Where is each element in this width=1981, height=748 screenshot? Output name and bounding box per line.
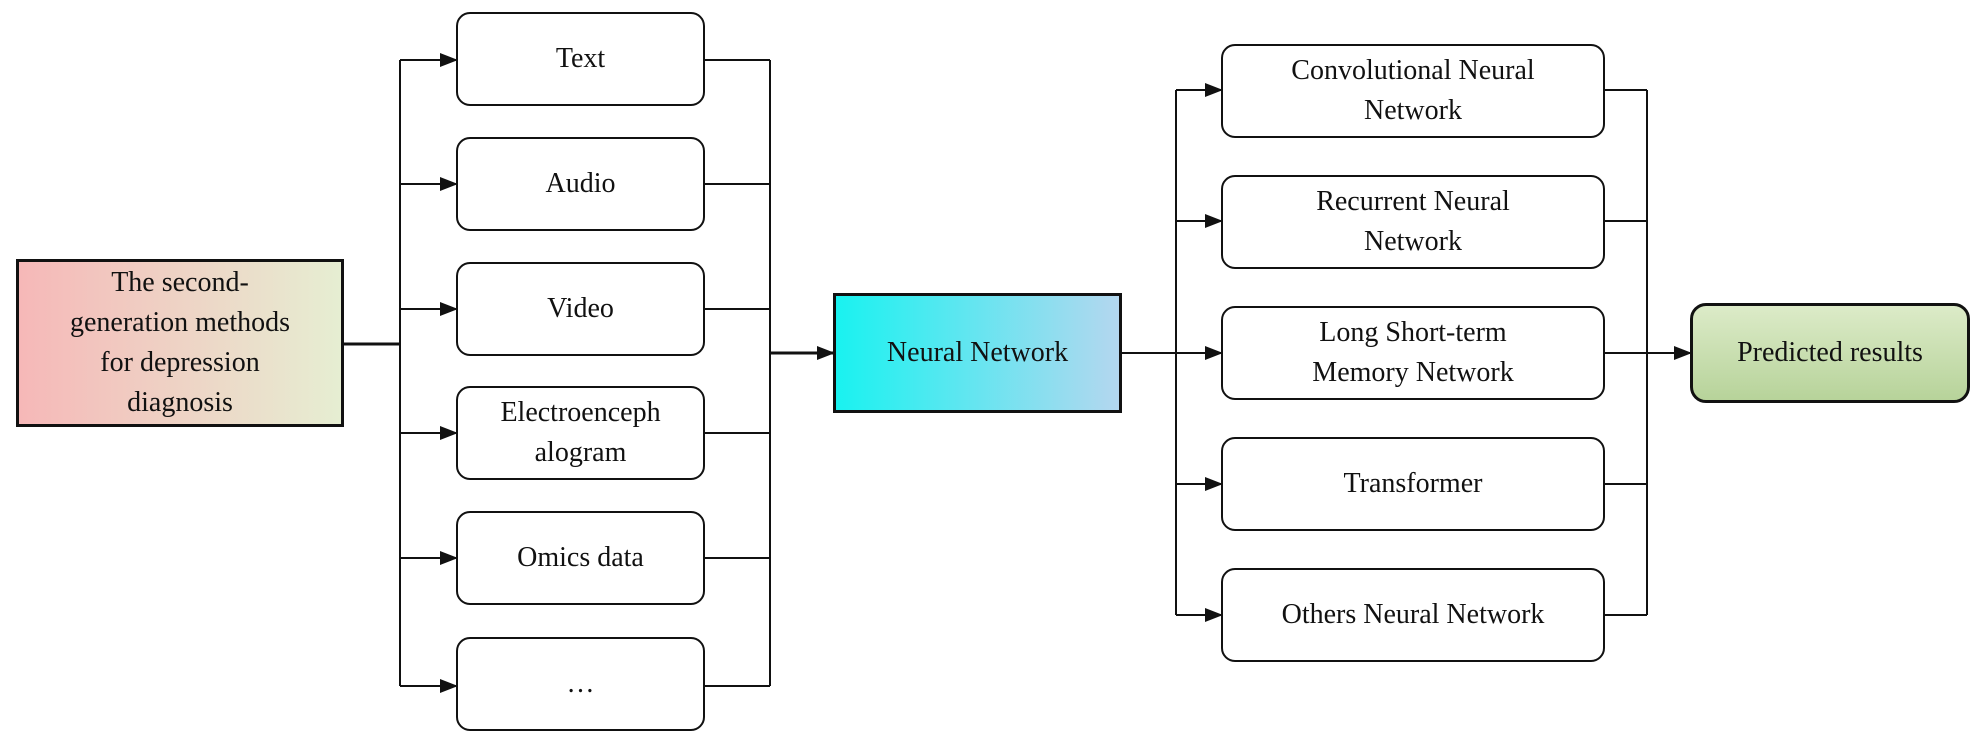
source-label: The second- generation methods for depre… <box>69 267 291 418</box>
source-box: The second- generation methods for depre… <box>16 259 344 427</box>
network-type-cnn: Convolutional Neural Network <box>1221 44 1605 138</box>
data-type-text: Text <box>456 12 705 106</box>
network-type-others: Others Neural Network <box>1221 568 1605 662</box>
network-type-rnn: Recurrent Neural Network <box>1221 175 1605 269</box>
data-type-label: Audio <box>545 168 616 199</box>
data-type-label: … <box>566 668 595 699</box>
predicted-results-box: Predicted results <box>1690 303 1970 403</box>
data-type-video: Video <box>456 262 705 356</box>
data-type-label: Electroenceph alogram <box>500 397 661 468</box>
network-type-lstm: Long Short-term Memory Network <box>1221 306 1605 400</box>
network-type-label: Recurrent Neural Network <box>1316 186 1510 257</box>
network-type-label: Transformer <box>1343 468 1483 499</box>
data-type-label: Omics data <box>517 542 644 573</box>
network-type-label: Others Neural Network <box>1281 599 1545 630</box>
network-type-label: Long Short-term Memory Network <box>1312 317 1514 388</box>
neural-network-box: Neural Network <box>833 293 1122 413</box>
data-type-eeg: Electroenceph alogram <box>456 386 705 480</box>
network-type-transformer: Transformer <box>1221 437 1605 531</box>
network-type-label: Convolutional Neural Network <box>1291 55 1535 126</box>
predicted-results-label: Predicted results <box>1737 337 1923 368</box>
data-type-label: Video <box>547 293 614 324</box>
neural-network-label: Neural Network <box>886 337 1069 368</box>
data-type-omics: Omics data <box>456 511 705 605</box>
data-type-label: Text <box>555 43 606 74</box>
data-type-audio: Audio <box>456 137 705 231</box>
data-type-ellipsis: … <box>456 637 705 731</box>
